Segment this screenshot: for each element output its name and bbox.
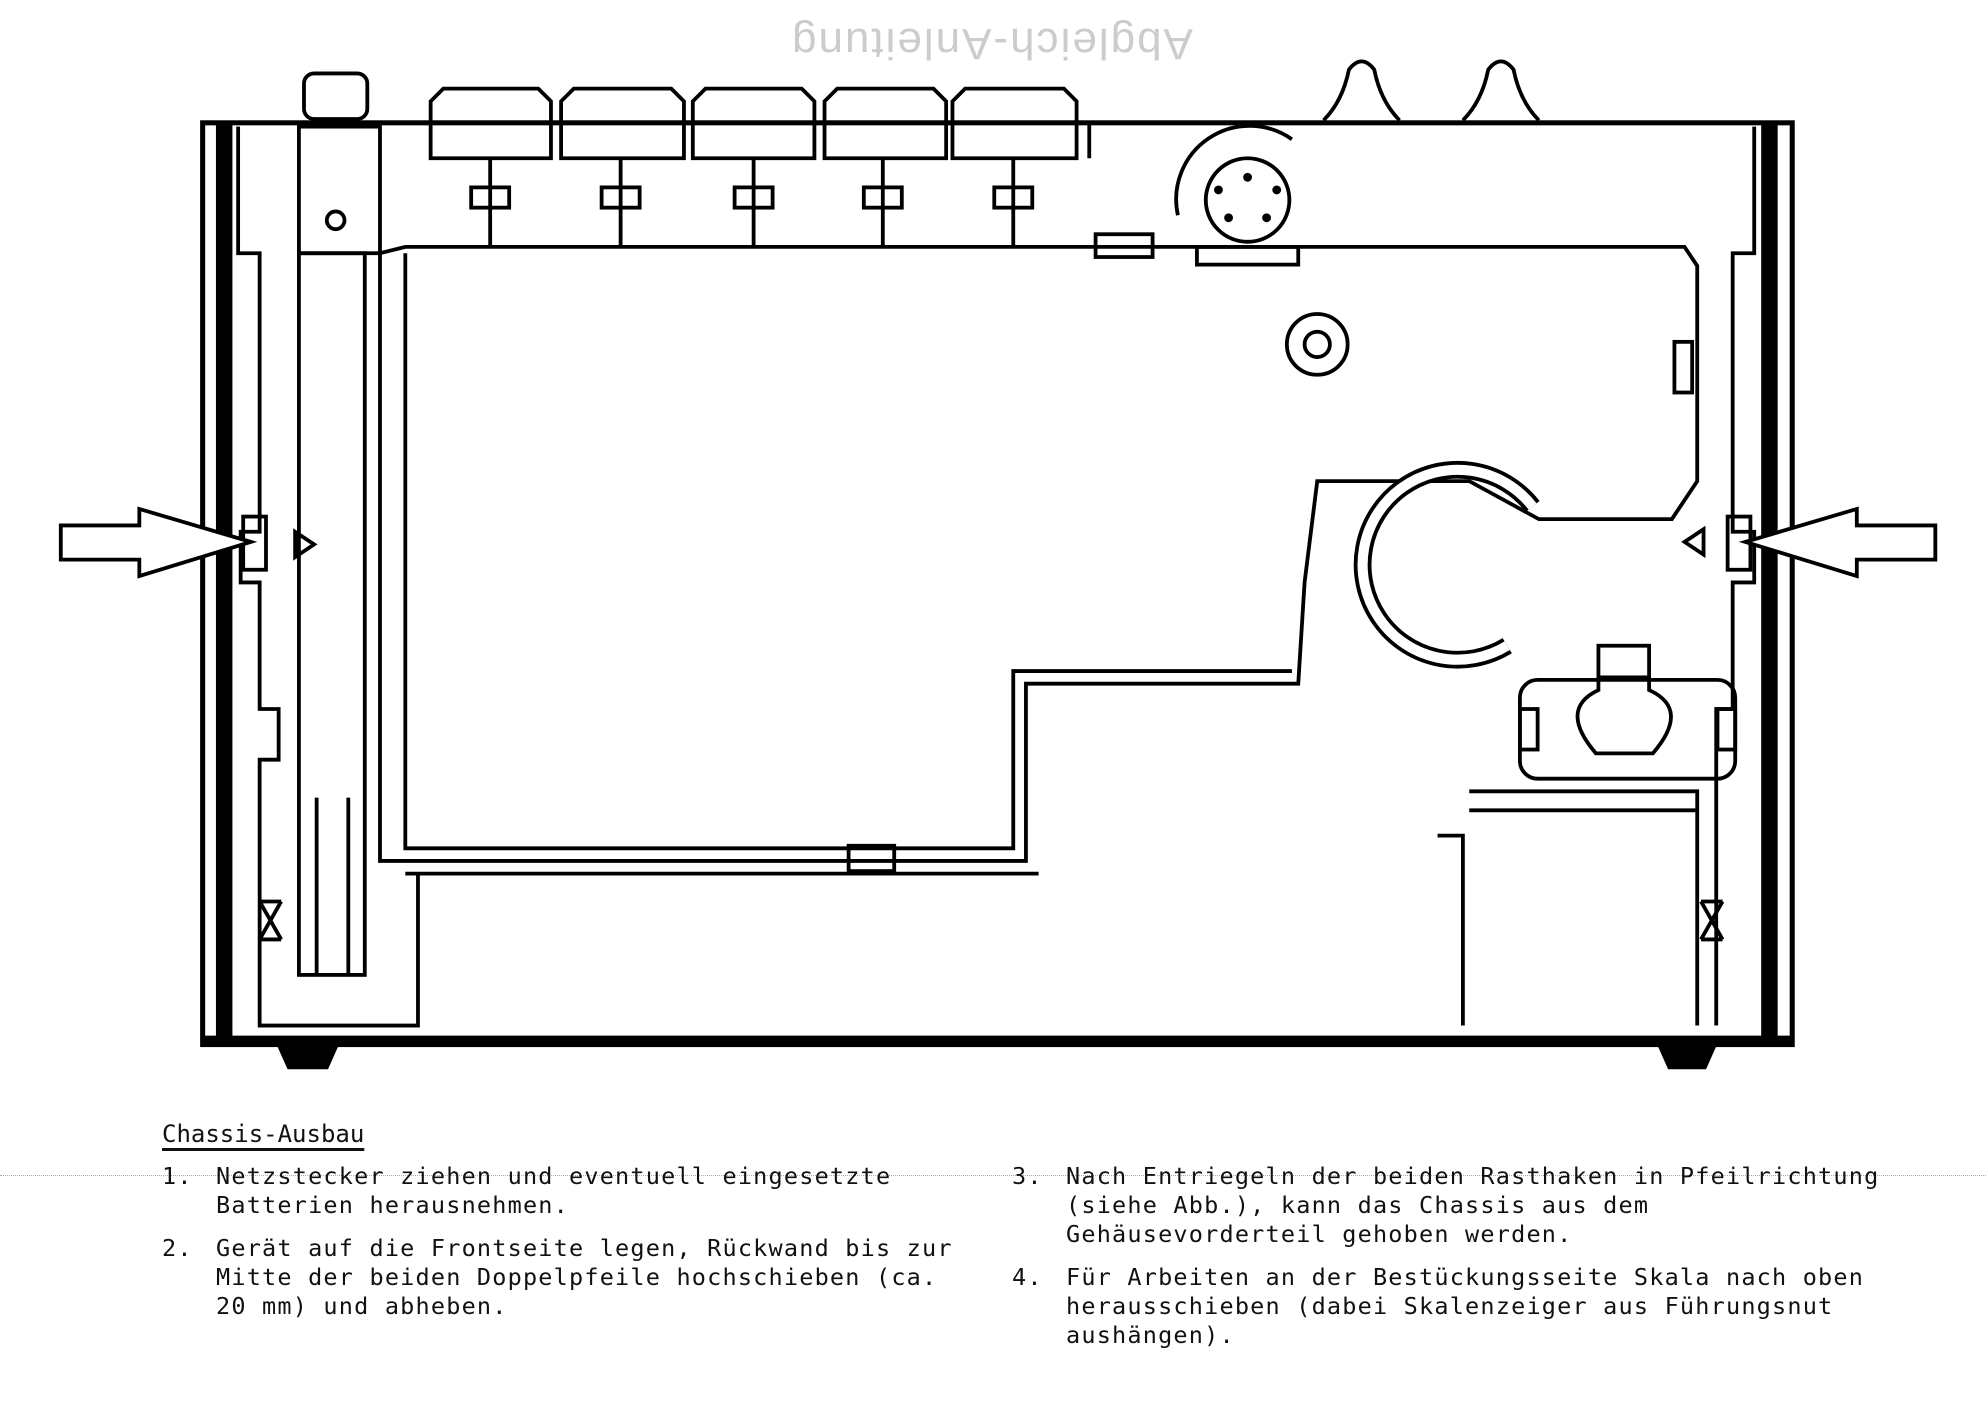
- step-number: 1.: [162, 1162, 193, 1190]
- step-number: 2.: [162, 1234, 193, 1262]
- knob-2: [1461, 59, 1541, 122]
- circuit-board: [378, 244, 1700, 863]
- instructions-right: 3. Nach Entriegeln der beiden Rasthaken …: [1012, 1162, 1912, 1364]
- screw-hole: [1284, 312, 1350, 377]
- right-foot: [1656, 1042, 1718, 1070]
- left-side-bar: [215, 124, 233, 1043]
- scan-line: [0, 1175, 1986, 1176]
- mains-socket: [1517, 643, 1738, 781]
- step-text: Für Arbeiten an der Bestückungsseite Ska…: [1066, 1263, 1865, 1349]
- push-buttons: [428, 86, 1079, 247]
- step-2: 2. Gerät auf die Frontseite legen, Rückw…: [162, 1234, 962, 1321]
- din-socket: [1174, 124, 1301, 267]
- knob-1: [1322, 59, 1401, 122]
- step-text: Gerät auf die Frontseite legen, Rückwand…: [216, 1234, 953, 1320]
- section-heading: Chassis-Ausbau: [162, 1120, 365, 1148]
- left-foot: [275, 1042, 340, 1070]
- step-number: 4.: [1012, 1263, 1043, 1291]
- step-4: 4. Für Arbeiten an der Bestückungsseite …: [1012, 1263, 1912, 1350]
- step-text: Netzstecker ziehen und eventuell eingese…: [216, 1162, 892, 1219]
- chassis-diagram: [58, 59, 1938, 1070]
- step-3: 3. Nach Entriegeln der beiden Rasthaken …: [1012, 1162, 1912, 1249]
- right-side-bar: [1761, 124, 1778, 1043]
- right-arrow-icon: [1738, 506, 1938, 579]
- antenna-knob: [302, 71, 370, 121]
- step-text: Nach Entriegeln der beiden Rasthaken in …: [1066, 1162, 1880, 1248]
- left-arrow-icon: [58, 506, 258, 579]
- instructions-left: 1. Netzstecker ziehen und eventuell eing…: [162, 1162, 962, 1335]
- case-outline: [200, 120, 1795, 1048]
- step-1: 1. Netzstecker ziehen und eventuell eing…: [162, 1162, 962, 1220]
- step-number: 3.: [1012, 1162, 1043, 1190]
